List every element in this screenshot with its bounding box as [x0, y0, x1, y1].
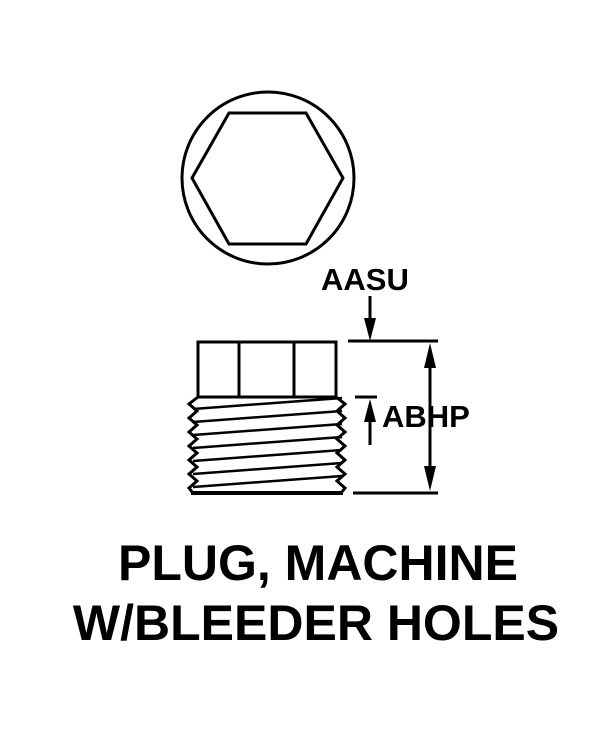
thread-line [192, 448, 343, 463]
thread-line [192, 461, 343, 476]
hex-socket [190, 111, 345, 246]
hex-head [196, 340, 338, 399]
abhp-arrowhead [364, 399, 376, 422]
end-view-circle [180, 90, 356, 266]
thread-lines [192, 396, 343, 489]
overall-arrowhead-top [424, 343, 436, 368]
overall-arrowhead-bottom [424, 466, 436, 491]
thread-line [192, 474, 343, 489]
thread-line [192, 422, 343, 437]
aasu-label: AASU [321, 262, 409, 297]
end-view [180, 90, 356, 266]
title-line-1: PLUG, MACHINE [118, 535, 518, 591]
thread-line [192, 435, 343, 450]
thread-line [192, 396, 343, 411]
thread-right-profile [334, 395, 348, 494]
dimensions [348, 296, 438, 495]
aasu-arrowhead [364, 318, 376, 341]
thread-left-profile [186, 395, 200, 494]
abhp-label: ABHP [382, 399, 470, 434]
thread-line [192, 409, 343, 424]
side-view [186, 340, 348, 495]
title-line-2: W/BLEEDER HOLES [73, 595, 559, 651]
